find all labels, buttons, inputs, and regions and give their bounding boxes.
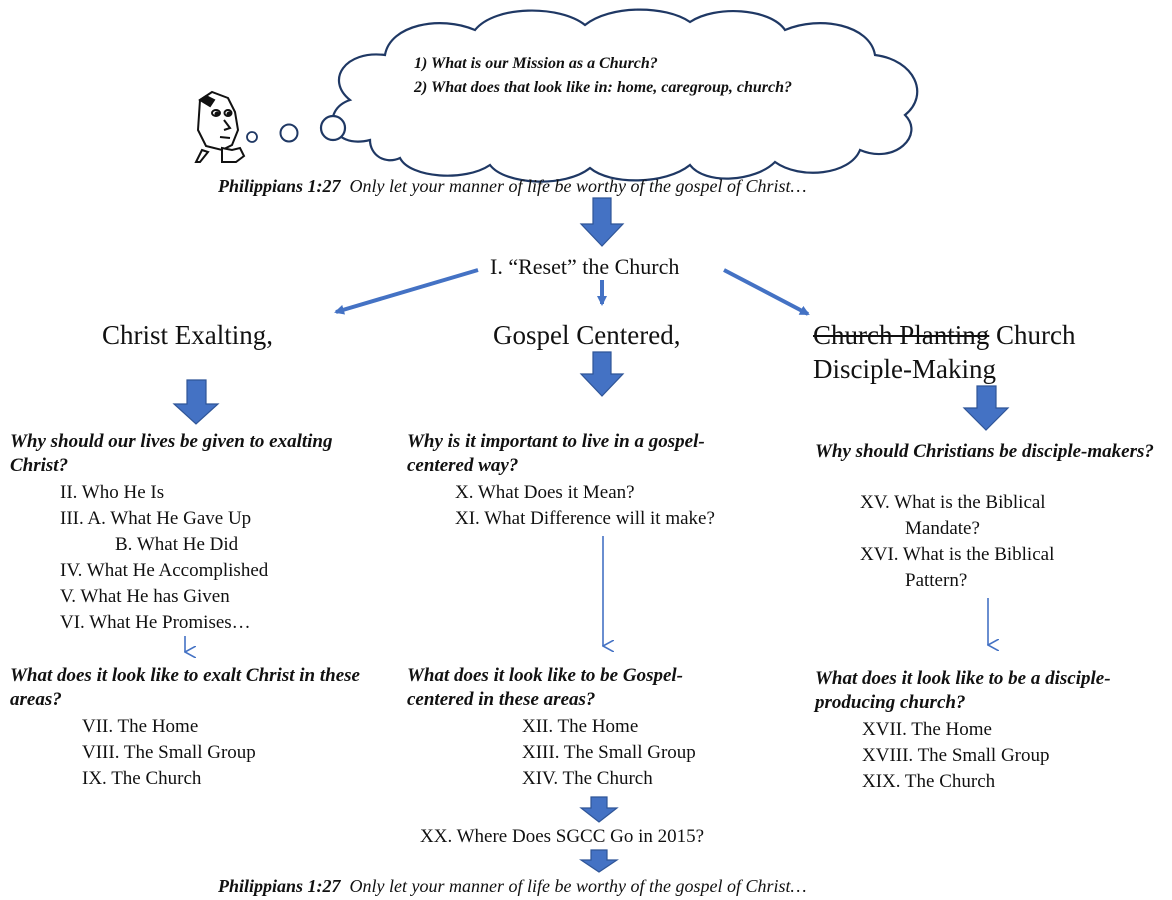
center-question: Why is it important to live in a gospel-… — [407, 431, 705, 476]
left-item: IV. What He Accomplished — [60, 560, 269, 581]
left-question: Why should our lives be given to exaltin… — [10, 431, 333, 476]
center-area-item: XII. The Home — [522, 716, 639, 737]
right-item: Mandate? — [905, 518, 980, 539]
right-item: Pattern? — [905, 570, 968, 591]
thought-bubble-medium — [279, 123, 299, 143]
thinking-man-icon — [194, 90, 246, 163]
heading-disciple-making: Disciple-Making — [813, 354, 996, 384]
verse-top-ref: Philippians 1:27 — [218, 176, 341, 196]
block-arrow-final-bottom — [579, 849, 619, 873]
left-area-item: VIII. The Small Group — [82, 742, 256, 763]
block-arrow-left — [172, 379, 220, 425]
cloud-question-1: 1) What is our Mission as a Church? — [414, 55, 658, 72]
left-question-2: What does it look like to exalt Christ i… — [10, 665, 360, 710]
block-arrow-final-top — [579, 796, 619, 823]
branch-arrow-right — [723, 268, 810, 316]
heading-church-rest: Church — [989, 320, 1076, 350]
left-item: V. What He has Given — [60, 586, 230, 607]
right-item: XVI. What is the Biblical — [860, 544, 1055, 565]
heading-christ-exalting: Christ Exalting, — [102, 320, 273, 350]
right-area-item: XVIII. The Small Group — [862, 745, 1050, 766]
thought-bubble-large — [319, 114, 347, 142]
block-arrow-top — [579, 197, 625, 247]
center-area-item: XIII. The Small Group — [522, 742, 696, 763]
center-item: X. What Does it Mean? — [455, 482, 635, 503]
branch-arrows — [334, 268, 810, 316]
block-arrows — [172, 197, 1010, 873]
thin-arrows — [185, 536, 988, 652]
block-arrow-right — [962, 385, 1010, 431]
verse-top: Philippians 1:27 Only let your manner of… — [218, 176, 807, 197]
center-question-2: What does it look like to be Gospel-cent… — [407, 665, 684, 710]
left-area-item: IX. The Church — [82, 768, 202, 789]
verse-bottom: Philippians 1:27 Only let your manner of… — [218, 876, 807, 897]
left-area-item: VII. The Home — [82, 716, 199, 737]
heading-gospel-centered: Gospel Centered, — [493, 320, 681, 350]
right-area-item: XIX. The Church — [862, 771, 996, 792]
right-question: Why should Christians be disciple-makers… — [815, 441, 1154, 462]
center-item: XI. What Difference will it make? — [455, 508, 715, 529]
right-area-item: XVII. The Home — [862, 719, 992, 740]
heading-church-line1: Church Planting Church — [813, 318, 1075, 352]
thought-cloud — [331, 8, 919, 183]
left-item: B. What He Did — [115, 534, 239, 555]
branch-arrow-left — [334, 268, 479, 315]
right-question-2: What does it look like to be a disciple-… — [815, 668, 1111, 713]
block-arrow-center — [579, 351, 625, 397]
verse-bottom-ref: Philippians 1:27 — [218, 876, 341, 896]
heading-struck-text: Church Planting — [813, 320, 990, 350]
cloud-question-2: 2) What does that look like in: home, ca… — [414, 79, 792, 96]
right-item: XV. What is the Biblical — [860, 492, 1046, 513]
left-item: VI. What He Promises… — [60, 612, 251, 633]
left-item: III. A. What He Gave Up — [60, 508, 252, 529]
thought-bubble-small — [246, 131, 258, 143]
center-area-item: XIV. The Church — [522, 768, 653, 789]
reset-heading: I. “Reset” the Church — [490, 254, 680, 279]
verse-top-text: Only let your manner of life be worthy o… — [349, 176, 807, 196]
verse-bottom-text: Only let your manner of life be worthy o… — [349, 876, 807, 896]
left-item: II. Who He Is — [60, 482, 165, 503]
final-question: XX. Where Does SGCC Go in 2015? — [420, 826, 705, 847]
